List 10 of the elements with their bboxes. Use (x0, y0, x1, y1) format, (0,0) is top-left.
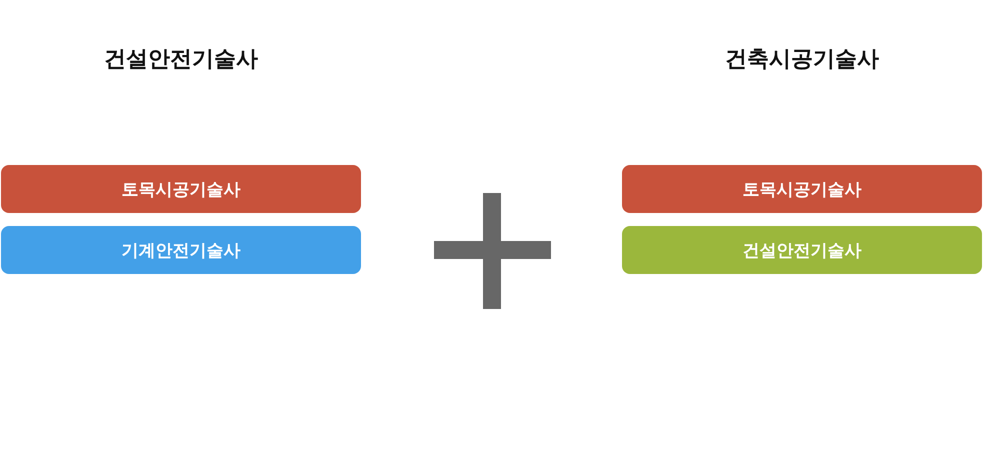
qualification-box (1, 226, 361, 274)
qualification-label: 건설안전기술사 (742, 240, 862, 262)
column-heading: 건축시공기술사 (724, 46, 880, 74)
qualification-label: 토목시공기술사 (122, 178, 240, 200)
qualification-label: 토목시공기술사 (742, 178, 862, 200)
qualification-box (622, 226, 982, 274)
qualification-box (622, 165, 982, 213)
qualification-box (1, 165, 361, 213)
column-heading: 건설안전기술사 (103, 46, 259, 74)
qualification-label: 기계안전기술사 (122, 240, 240, 262)
